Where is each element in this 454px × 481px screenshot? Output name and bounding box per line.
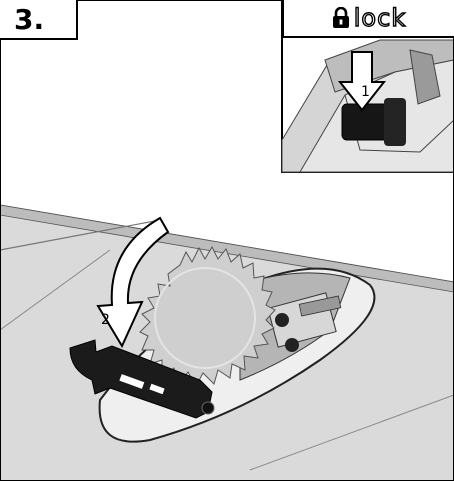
svg-text:2: 2	[101, 312, 110, 328]
lock-header: lock	[282, 0, 454, 38]
padlock-icon	[332, 7, 350, 29]
step-number: 3.	[0, 0, 78, 40]
step-number-text: 3.	[14, 3, 44, 36]
lock-label: lock	[354, 4, 406, 32]
svg-text:1: 1	[361, 84, 370, 100]
